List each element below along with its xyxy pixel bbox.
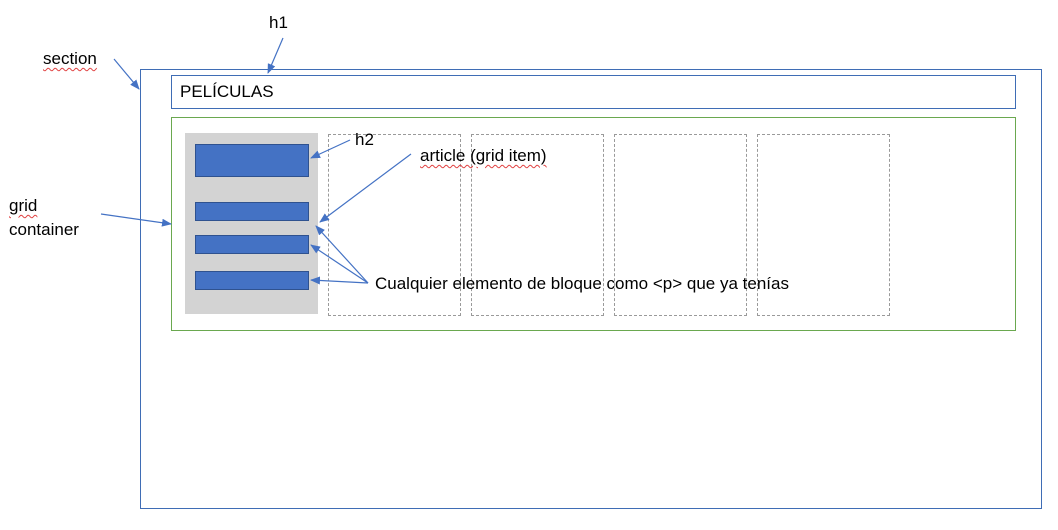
block-element-bar	[195, 235, 309, 254]
label-h2: h2	[355, 130, 374, 149]
article-grid-item-dashed	[471, 134, 604, 316]
h1-box: PELÍCULAS	[171, 75, 1016, 109]
section-box	[140, 69, 1042, 509]
label-grid-line2: container	[9, 220, 79, 239]
article-grid-item-dashed	[328, 134, 461, 316]
article-grid-item-dashed	[757, 134, 890, 316]
label-h1: h1	[269, 13, 288, 32]
block-element-bar	[195, 202, 309, 221]
label-block-element: Cualquier elemento de bloque como <p> qu…	[375, 274, 789, 293]
label-grid-container: grid container	[9, 194, 79, 242]
article-grid-item-dashed	[614, 134, 747, 316]
block-element-bar	[195, 271, 309, 290]
h2-bar	[195, 144, 309, 177]
arrow-h1	[267, 37, 284, 74]
arrow-section	[113, 58, 140, 90]
label-article-grid-item: article (grid item)	[420, 146, 547, 166]
h1-text: PELÍCULAS	[180, 82, 274, 101]
label-grid-line1: grid	[9, 196, 38, 215]
label-section: section	[43, 49, 97, 68]
label-article-text: article (grid item)	[420, 146, 547, 165]
